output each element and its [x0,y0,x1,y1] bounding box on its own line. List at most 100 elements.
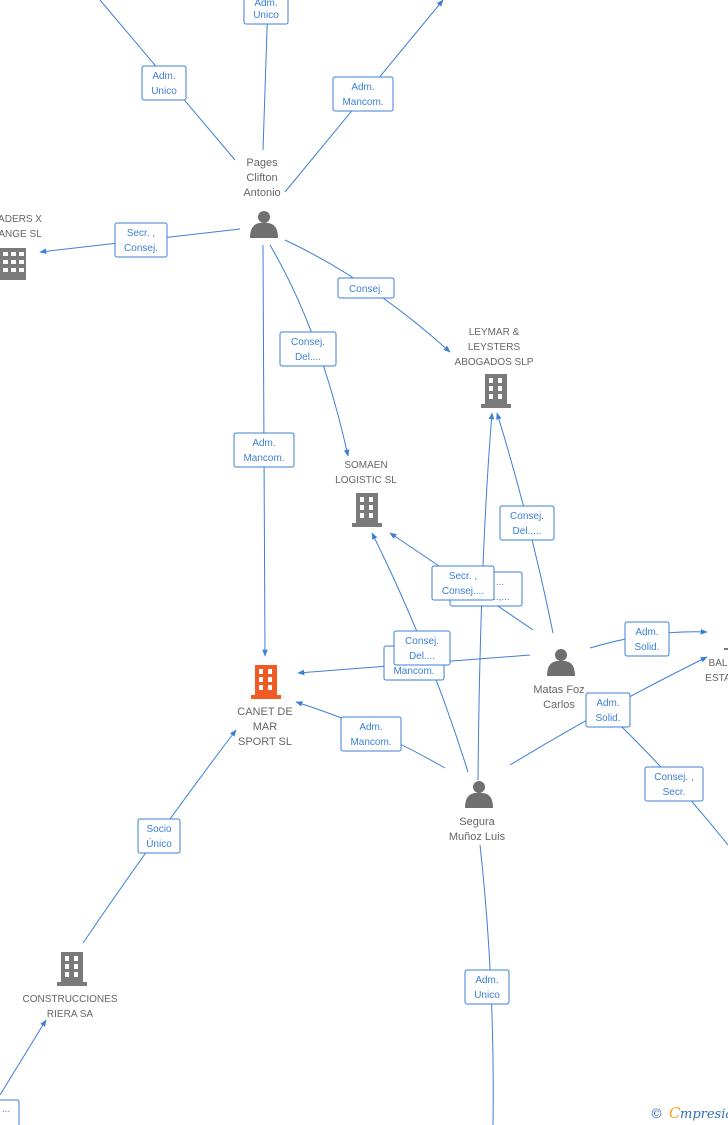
node-pages[interactable]: Pages Clifton Antonio [243,157,281,238]
label-line: Adm. [152,71,175,82]
node-label: RIERA SA [47,1009,93,1020]
label-line: Adm. [359,722,382,733]
label-line: Unico [474,990,500,1001]
node-label: ABOGADOS SLP [455,357,534,368]
node-leftco[interactable]: ADERS X ANGE SL [0,214,42,280]
edge-label-adm-unico-bottom[interactable]: Adm. Unico [464,969,510,1005]
node-label: Clifton [246,172,277,184]
label-line: Del.,... [513,526,542,537]
node-label: Carlos [543,699,575,711]
copyright-symbol: © [650,1107,663,1122]
node-label: CANET DE [237,706,292,718]
label-line: Consej. [405,636,439,647]
label-line: Consej. [124,243,158,254]
node-label: LEYMAR & [469,327,520,338]
person-icon [465,781,493,808]
edge-pages-to-top-center [262,0,269,151]
label-line: Adm. [596,698,619,709]
node-canet[interactable]: CANET DE MAR SPORT SL [237,665,293,748]
label-line: Consej. [349,284,383,295]
label-line: Adm. [254,0,277,9]
label-line: Unico [253,10,279,21]
edge-label-adm-mancom-canet[interactable]: Adm. Mancom. [233,432,295,468]
edge-label-consej-del-leymar[interactable]: Consej. Del.,... [499,505,555,541]
label-line: Solid. [634,642,659,653]
node-label: ESTA [705,673,728,684]
edge-bottom-left-to-construcciones [0,1019,47,1096]
label-line: Único [146,837,172,850]
node-segura[interactable]: Segura Muñoz Luis [449,781,506,843]
label-line: Secr. , [449,571,477,582]
label-line: Socio [146,824,171,835]
node-label: Matas Foz [533,684,584,696]
node-label: MAR [253,721,278,733]
label-line: ...,... [490,592,509,603]
node-construcciones[interactable]: CONSTRUCCIONES RIERA SA [22,952,118,1020]
label-line: Unico [151,86,177,97]
edge-label-consej-del-canet[interactable]: Consej. Del.... [393,630,451,666]
node-label: CONSTRUCCIONES [22,994,117,1005]
brand-logo: © C mpresia [650,1104,728,1122]
node-label: Pages [246,157,278,169]
person-icon [250,211,278,238]
label-line: Consej. [510,511,544,522]
edge-label-corner[interactable]: ... [0,1099,20,1125]
label-line: Adm. [351,82,374,93]
node-label: LOGISTIC SL [335,475,397,486]
label-line: ... [496,577,504,588]
label-line: ... [2,1104,10,1115]
edge-label-adm-mancom-top[interactable]: Adm. Mancom. [332,76,394,112]
label-line: Adm. [252,438,275,449]
node-label: ANGE SL [0,229,42,240]
edge-label-secr-consej[interactable]: Secr. , Consej. [114,222,168,258]
edge-label-adm-solid-right[interactable]: Adm. Solid. [624,621,670,657]
edge-label-top-adm-unico[interactable]: Adm. Unico [243,0,289,25]
edge-label-adm-solid-segura[interactable]: Adm. Solid. [585,692,631,728]
edge-label-consej-secr[interactable]: Consej. , Secr. [644,766,704,802]
label-line: Adm. [635,627,658,638]
node-label: Muñoz Luis [449,831,506,843]
label-line: Mancom. [393,666,434,677]
label-line: Solid. [595,713,620,724]
node-label: SOMAEN [344,460,387,471]
edge-label-adm-unico-left[interactable]: Adm. Unico [141,65,187,101]
building-icon [481,374,511,408]
node-label: SPORT SL [238,736,292,748]
building-icon [251,665,281,699]
edge-label-consej-leymar[interactable]: Consej. [337,277,395,299]
edge-labels: Adm. Unico Adm. Unico Adm. Mancom. Secr.… [0,0,704,1125]
nodes: Pages Clifton Antonio ADERS X ANGE SL LE… [0,157,728,1020]
node-label: BAL [709,658,728,669]
brand-initial: C [669,1104,681,1122]
label-line: Mancom. [350,737,391,748]
label-line: Mancom. [342,97,383,108]
label-line: Secr. , [127,228,155,239]
label-line: Consej. , [654,772,693,783]
brand-name: mpresia [680,1107,728,1122]
node-label: LEYSTERS [468,342,521,353]
node-matas[interactable]: Matas Foz Carlos [533,649,585,711]
node-somaen[interactable]: SOMAEN LOGISTIC SL [335,460,397,527]
person-icon [547,649,575,676]
node-leymar[interactable]: LEYMAR & LEYSTERS ABOGADOS SLP [455,327,534,408]
label-line: Del.... [409,651,435,662]
node-rightco[interactable]: BAL ESTA [705,648,728,684]
edge-label-secr-consej-somaen[interactable]: Secr. , Consej.... [431,565,495,601]
label-line: Consej.... [442,586,484,597]
edge-label-socio-unico[interactable]: Socio Único [137,818,181,854]
label-line: Secr. [663,787,686,798]
edge-label-consej-del-somaen[interactable]: Consej. Del.... [279,331,337,367]
building-icon [0,248,26,280]
label-line: Mancom. [243,453,284,464]
node-label: Antonio [243,187,280,199]
node-label: ADERS X [0,214,42,225]
building-icon [57,952,87,986]
building-icon [352,493,382,527]
building-icon [724,648,728,650]
label-line: Del.... [295,352,321,363]
edge-label-adm-mancom-segura[interactable]: Adm. Mancom. [340,716,402,752]
node-label: Segura [459,816,495,828]
label-line: Consej. [291,337,325,348]
